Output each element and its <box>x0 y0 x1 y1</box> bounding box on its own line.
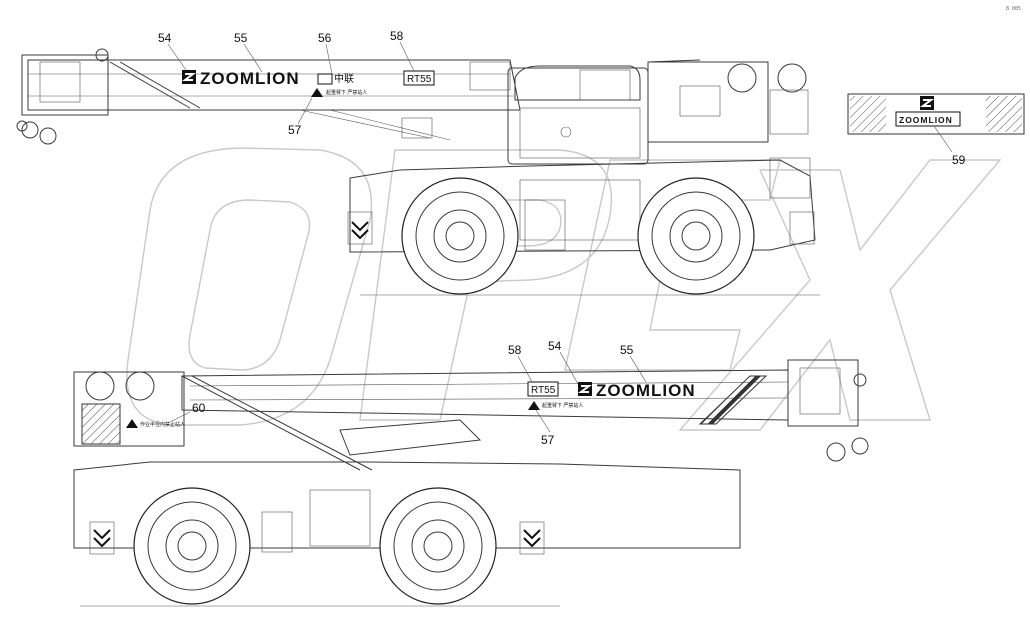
callout-57-bottom: 57 <box>541 433 555 447</box>
corner-mark: 8 005 <box>1006 6 1021 12</box>
model-text-top: RT55 <box>407 74 432 85</box>
front-tire-bottom <box>133 487 251 605</box>
brand-text-bottom: ZOOMLION <box>596 381 696 400</box>
callout-56: 56 <box>318 31 332 45</box>
callouts-top: 54 55 56 58 57 <box>158 29 415 137</box>
rear-tire-bottom <box>379 487 497 605</box>
callout-57-top: 57 <box>288 123 302 137</box>
callout-58-top: 58 <box>390 29 404 43</box>
model-decal-58-bottom: RT55 <box>527 381 559 397</box>
callout-54-bottom: 54 <box>548 339 562 353</box>
brand-text-59: ZOOMLION <box>899 115 953 125</box>
zoomlion-decal-bottom: ZOOMLION <box>577 381 696 400</box>
zoomlion-decal-59: ZOOMLION 59 <box>847 93 1025 167</box>
zoomlion-decal-top: ZOOMLION <box>181 69 300 88</box>
model-decal-58-top: RT55 <box>403 70 435 86</box>
chinese-mark-top: 中联 <box>334 72 354 85</box>
front-tire-top <box>401 177 519 295</box>
model-text-bottom: RT55 <box>531 385 556 396</box>
warning-text-bottom: 起重臂下 严禁站人 <box>542 402 583 409</box>
chinese-decal-56: 中联 <box>317 72 354 85</box>
warning-decal-60: 作业半径内禁止站人 <box>126 419 185 428</box>
callout-60: 60 <box>192 401 206 415</box>
warning-text-top: 起重臂下 严禁站人 <box>326 89 367 96</box>
callouts-bottom: 58 54 55 60 57 <box>169 339 647 447</box>
callout-54-top: 54 <box>158 31 172 45</box>
callout-58-bottom: 58 <box>508 343 522 357</box>
opex-watermark: OPEX <box>126 147 1002 611</box>
rear-tire-top <box>637 177 755 295</box>
warning-decal-57-bottom: 起重臂下 严禁站人 <box>528 401 583 410</box>
top-crane-view: ZOOMLION 中联 RT55 起重臂下 严禁站人 <box>16 29 820 296</box>
bottom-crane-view: RT55 ZOOMLION 起重臂下 严禁站人 作业半径内禁止站人 <box>73 339 869 607</box>
brand-text-top: ZOOMLION <box>200 69 300 88</box>
callout-55-top: 55 <box>234 31 248 45</box>
callout-59: 59 <box>952 153 966 167</box>
warning-text-60: 作业半径内禁止站人 <box>140 421 185 428</box>
watermark-label: OPEX <box>505 609 508 611</box>
callout-55-bottom: 55 <box>620 343 634 357</box>
warning-decal-57-top: 起重臂下 严禁站人 <box>311 88 367 97</box>
